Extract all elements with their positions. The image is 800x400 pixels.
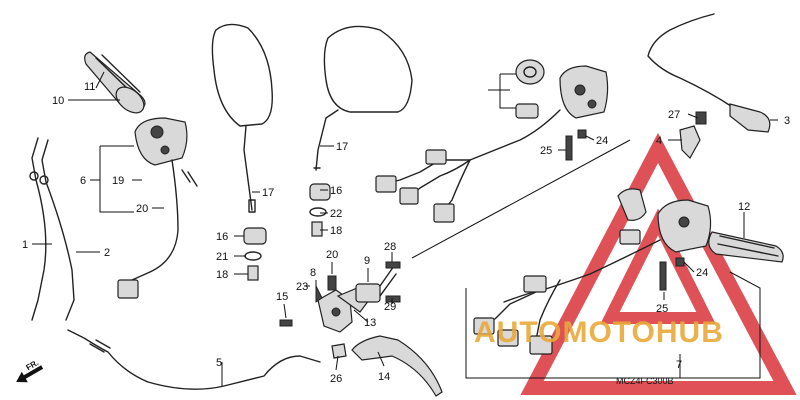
callout-20a: 21 [216, 251, 228, 263]
small-bolts [279, 261, 401, 359]
left-handlebar-switch [117, 117, 198, 299]
callout-19: 20 [326, 249, 338, 261]
callout-18b: 18 [330, 225, 342, 237]
wiring-harness-top [375, 109, 561, 223]
callout-24b: 24 [696, 267, 708, 279]
mirror-left [211, 23, 273, 213]
right-switch-housing-box [617, 188, 712, 253]
callout-20b: 22 [330, 208, 342, 220]
watermark-logo [520, 132, 797, 395]
callout-7: 7 [676, 359, 682, 371]
clutch-switch [355, 265, 397, 303]
callout-25b: 25 [656, 303, 668, 315]
callout-2: 2 [104, 247, 110, 259]
callout-10: 10 [52, 95, 64, 107]
screws-24-25-top [565, 129, 587, 161]
callout-15: 15 [276, 291, 288, 303]
callout-18a: 18 [216, 269, 228, 281]
mirror-mount-parts-left [243, 227, 267, 281]
callout-12: 12 [738, 201, 750, 213]
callout-25a: 25 [540, 145, 552, 157]
callout-24a: 24 [596, 135, 608, 147]
callout-21: 23 [296, 281, 308, 293]
wiring-harness-box [473, 229, 661, 355]
callout-5: 5 [216, 357, 222, 369]
callout-9: 9 [364, 255, 370, 267]
callout-17b: 17 [336, 141, 348, 153]
mirror-mount-parts-right [309, 183, 331, 237]
throttle-grip [84, 51, 146, 114]
right-switch-housing [559, 65, 609, 119]
callout-17a: 17 [262, 187, 274, 199]
bracket-4 [679, 111, 707, 159]
screws-24-25-box [659, 257, 685, 291]
leader-lines [32, 71, 778, 386]
clutch-cable-2 [39, 139, 75, 321]
callout-23: 20 [136, 203, 148, 215]
callout-16b: 16 [330, 185, 342, 197]
callout-labels: 10 11 6 19 20 1 2 17 17 16 16 21 22 18 1… [22, 81, 790, 386]
grommet-29 [515, 59, 545, 119]
callout-6: 6 [80, 175, 86, 187]
front-arrow-icon: FR. [16, 358, 44, 383]
callout-16a: 16 [216, 231, 228, 243]
callout-11: 11 [84, 81, 95, 93]
callout-14: 14 [378, 371, 390, 383]
watermark-text: AUTOMOTOHUB [474, 316, 724, 349]
clutch-cable-1 [29, 137, 47, 321]
throttle-cable-3 [647, 13, 771, 133]
callout-4: 4 [656, 135, 662, 147]
callout-27: 27 [668, 109, 680, 121]
callout-3: 3 [784, 115, 790, 127]
callout-26: 26 [330, 373, 342, 385]
callout-8: 8 [310, 267, 316, 279]
watermark-wordmark: AUTOMOTOHUB [474, 316, 724, 349]
mirror-right [313, 25, 413, 171]
callout-1: 1 [22, 239, 28, 251]
clutch-lever [351, 335, 443, 397]
diagram-code: MCZ4FC300B [616, 376, 674, 386]
callout-28b: 29 [384, 301, 396, 313]
callout-13: 13 [364, 317, 376, 329]
callout-22: 19 [112, 175, 124, 187]
callout-28a: 28 [384, 241, 396, 253]
throttle-cable-5 [67, 329, 321, 390]
right-grip-12 [708, 231, 784, 263]
